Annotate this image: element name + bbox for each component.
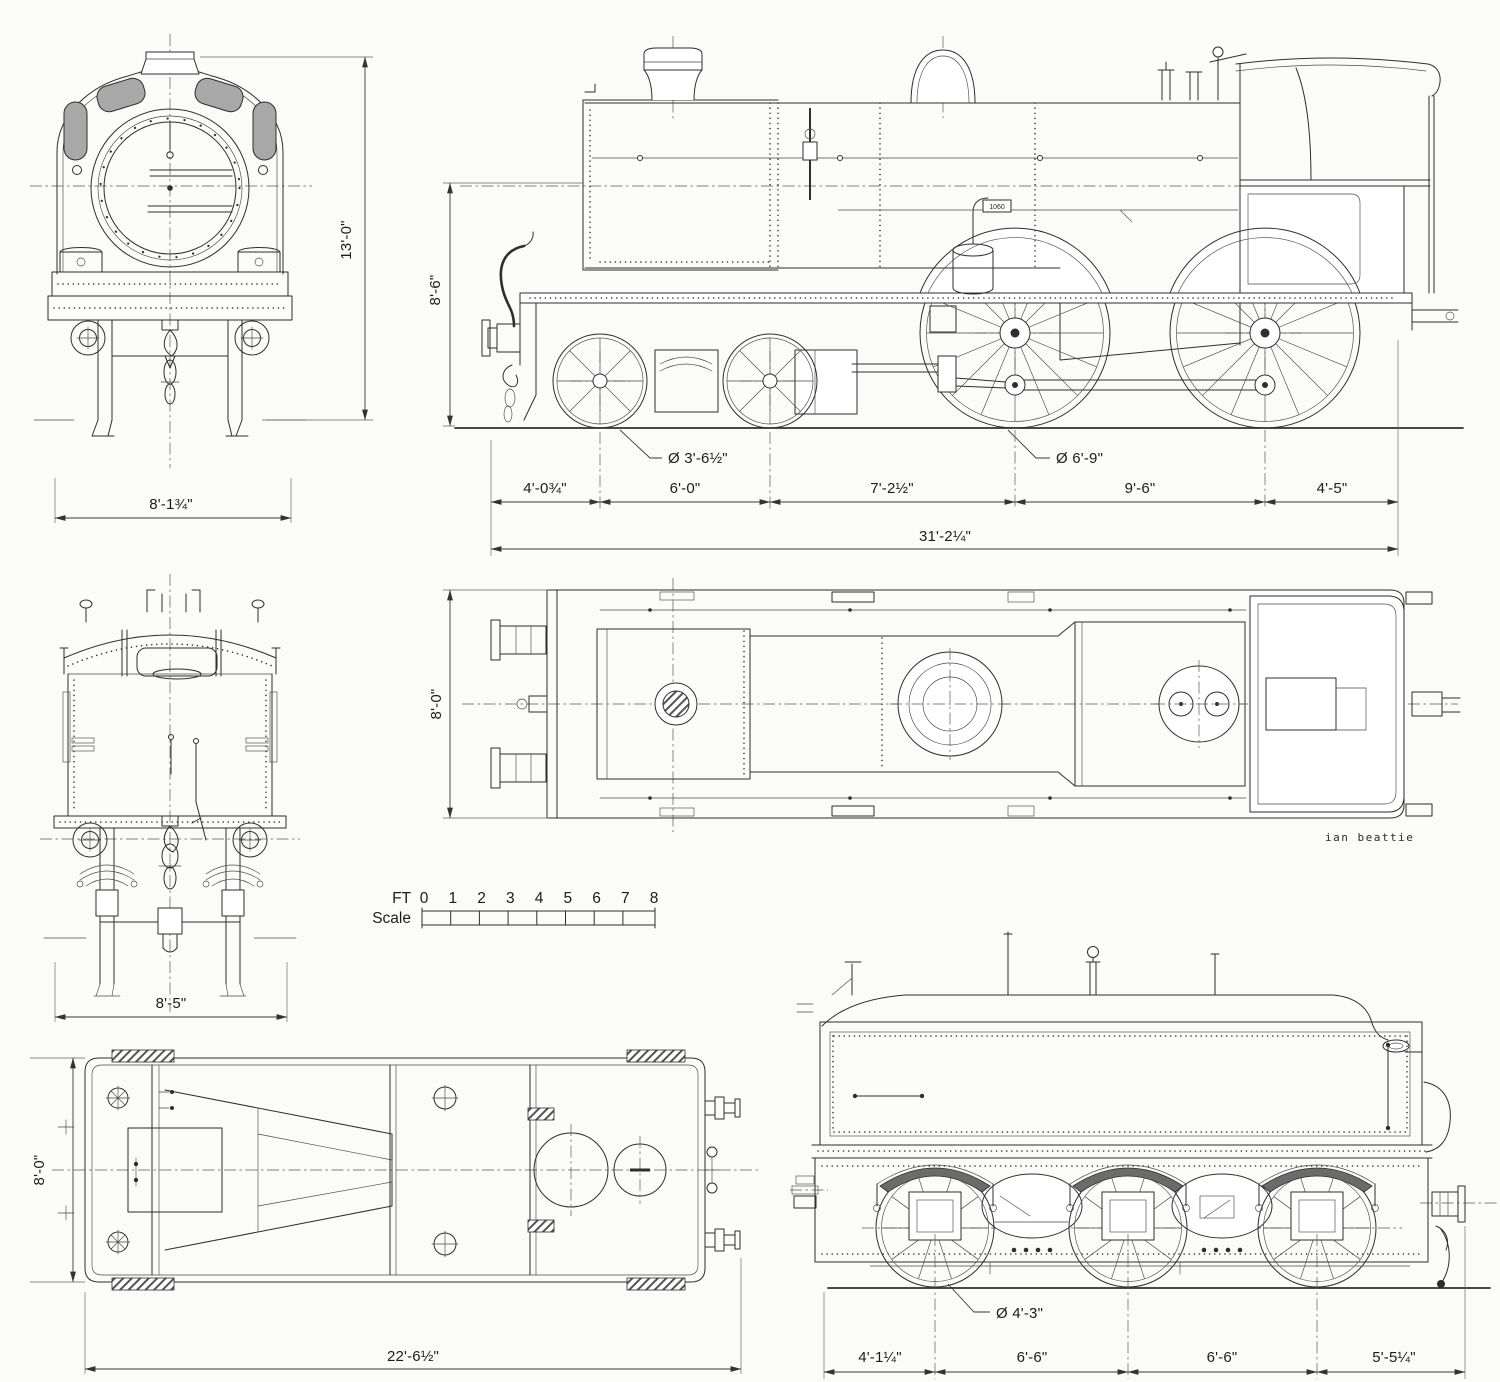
dim-tender-plan-width: 8'-0" — [30, 1057, 85, 1283]
scale-tick-8: 8 — [650, 890, 659, 907]
dim-front-width: 8'-1¾" — [54, 478, 292, 523]
dim-side-height-label: 8'-6" — [427, 275, 444, 306]
scale-tick-7: 7 — [621, 890, 630, 907]
dim-plan-width-label: 8'-0" — [428, 689, 445, 720]
scale-tick-2: 2 — [477, 890, 486, 907]
scale-ruler — [421, 907, 656, 929]
callout-tender-wheel: Ø 4'-3" — [947, 1283, 1043, 1322]
dim-front-height-label: 13'-0" — [338, 220, 355, 259]
dim-spacing-4: 9'-6" — [1125, 480, 1156, 497]
dim-tender-spacing-4: 5'-5¼" — [1372, 1349, 1416, 1366]
dim-tender-spacing-1: 4'-1¼" — [858, 1349, 902, 1366]
tender-end-elevation — [40, 574, 300, 1012]
scale-tick-3: 3 — [506, 890, 515, 907]
dim-plan-width: 8'-0" — [428, 589, 548, 819]
scale-unit-label: FT — [392, 890, 411, 907]
callout-driving-wheel: Ø 6'-9" — [1007, 429, 1103, 467]
tender-plan-view — [52, 1049, 758, 1291]
scale-tick-1: 1 — [448, 890, 457, 907]
dim-tender-spacing-3: 6'-6" — [1207, 1349, 1238, 1366]
smokebox-door — [90, 108, 250, 268]
callout-bogie-wheel: Ø 3'-6½" — [619, 429, 728, 467]
cab-side-light-right — [252, 101, 277, 161]
artist-signature: ian beattie — [1325, 831, 1414, 844]
dim-tender-front-width: 8'-5" — [54, 962, 288, 1022]
cab-side-light-left — [63, 101, 88, 161]
dim-overall-length: 31'-2¼" — [490, 510, 1399, 556]
loco-plan-view — [462, 578, 1461, 832]
dim-spacing-5: 4'-5" — [1317, 480, 1348, 497]
dim-tender-spacing-2: 6'-6" — [1017, 1349, 1048, 1366]
dim-tender-front-width-label: 8'-5" — [156, 995, 187, 1012]
scale-tick-4: 4 — [535, 890, 544, 907]
dim-overall-length-label: 31'-2¼" — [919, 528, 971, 545]
dim-front-height: 13'-0" — [200, 56, 373, 421]
dim-side-spacings: 4'-0¾" 6'-0" 7'-2½" 9'-6" 4'-5" — [490, 340, 1399, 510]
scale-bar: FT Scale 0 1 2 3 4 5 6 7 8 — [372, 890, 659, 929]
callout-bogie-wheel-label: Ø 3'-6½" — [668, 450, 728, 467]
loco-side-elevation: 1060 — [460, 36, 1459, 429]
callout-driving-wheel-label: Ø 6'-9" — [1056, 450, 1103, 467]
dim-tender-plan-length-label: 22'-6½" — [387, 1348, 439, 1365]
callout-tender-wheel-label: Ø 4'-3" — [996, 1305, 1043, 1322]
scale-tick-0: 0 — [420, 890, 429, 907]
tender-side-elevation — [790, 931, 1498, 1289]
scale-label: Scale — [372, 910, 411, 927]
scale-tick-6: 6 — [592, 890, 601, 907]
loco-front-elevation — [30, 34, 312, 468]
dim-spacing-2: 6'-0" — [670, 480, 701, 497]
front-buffers — [70, 320, 270, 356]
loco-number-plate: 1060 — [989, 204, 1005, 211]
dim-tender-plan-length: 22'-6½" — [84, 1258, 742, 1374]
cab-window-right — [194, 77, 244, 113]
dim-front-width-label: 8'-1¾" — [149, 496, 193, 513]
dim-side-height: 8'-6" — [427, 182, 583, 427]
dim-spacing-1: 4'-0¾" — [523, 480, 567, 497]
scale-tick-5: 5 — [563, 890, 572, 907]
bogie-wheels — [552, 333, 818, 429]
dim-spacing-3: 7'-2½" — [870, 480, 914, 497]
dim-tender-plan-width-label: 8'-0" — [31, 1155, 48, 1186]
dim-tender-spacings: 4'-1¼" 6'-6" 6'-6" 5'-5¼" — [823, 1226, 1466, 1379]
tender-springs — [873, 1164, 1379, 1241]
cab-window-left — [96, 77, 146, 113]
cab — [1235, 57, 1441, 294]
